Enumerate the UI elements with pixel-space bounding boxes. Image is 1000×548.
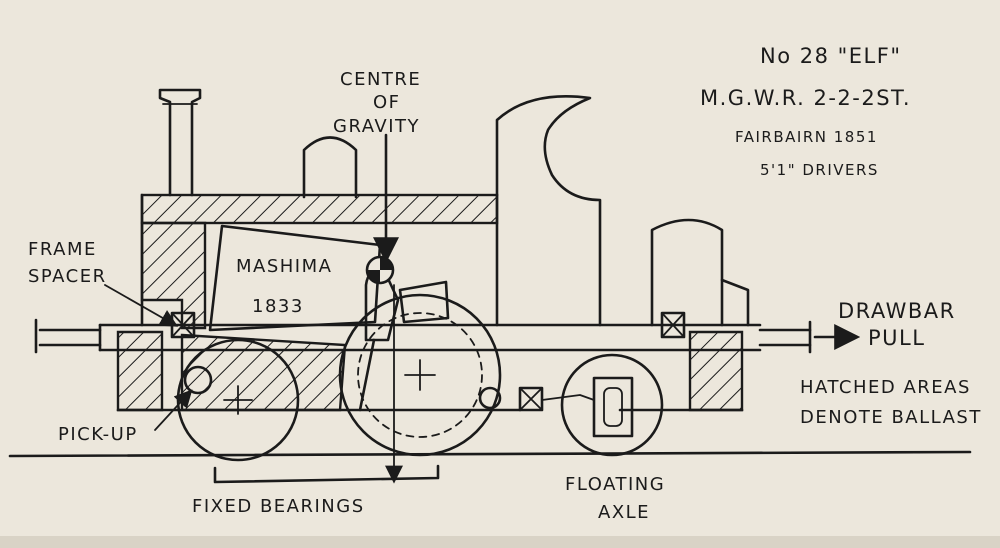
chimney [158,88,202,197]
pick-up-label: PICK-UP [58,424,138,445]
cog-label-1: CENTRE [340,69,421,90]
ballast-note-2: DENOTE BALLAST [800,407,982,428]
title-builder: FAIRBAIRN 1851 [735,128,878,146]
drawbar-label-1: DRAWBAR [838,299,956,323]
motor [208,224,382,332]
frame-spacer-label-1: FRAME [28,239,97,260]
front-ballast [140,221,207,330]
title-drivers: 5'1" DRIVERS [760,161,879,179]
dome [302,136,358,199]
title-number: No 28 "ELF" [760,44,902,68]
driving-wheel [338,293,502,457]
rear-ballast [688,330,744,412]
rail-line [8,450,972,458]
centre-of-gravity-marker [365,133,403,484]
frame-spacer-leader [104,284,179,327]
pick-up-wheel [183,365,213,395]
floating-axle-label-2: AXLE [598,502,650,523]
fixed-bearings-label: FIXED BEARINGS [192,496,365,517]
rear-pick-up [478,386,502,410]
boiler-tank [140,193,499,327]
motor-model: 1833 [252,296,304,317]
drawbar [758,320,861,354]
cog-label-3: GRAVITY [333,116,420,137]
title-railway: M.G.W.R. 2-2-2ST. [700,86,911,110]
drawbar-label-2: PULL [868,326,925,350]
pick-up-leader [154,389,193,431]
fixed-bearings-bracket [213,464,440,484]
motor-name: MASHIMA [236,256,332,277]
front-buffer-ballast [116,330,164,412]
cog-label-2: OF [373,92,401,113]
frame-spacer-label-2: SPACER [28,266,107,287]
floating-axle-label-1: FLOATING [565,474,665,495]
frame-spacer-rear [660,311,686,339]
cab [495,95,750,327]
trailing-wheel [518,353,664,457]
ballast-note-1: HATCHED AREAS [800,377,971,398]
